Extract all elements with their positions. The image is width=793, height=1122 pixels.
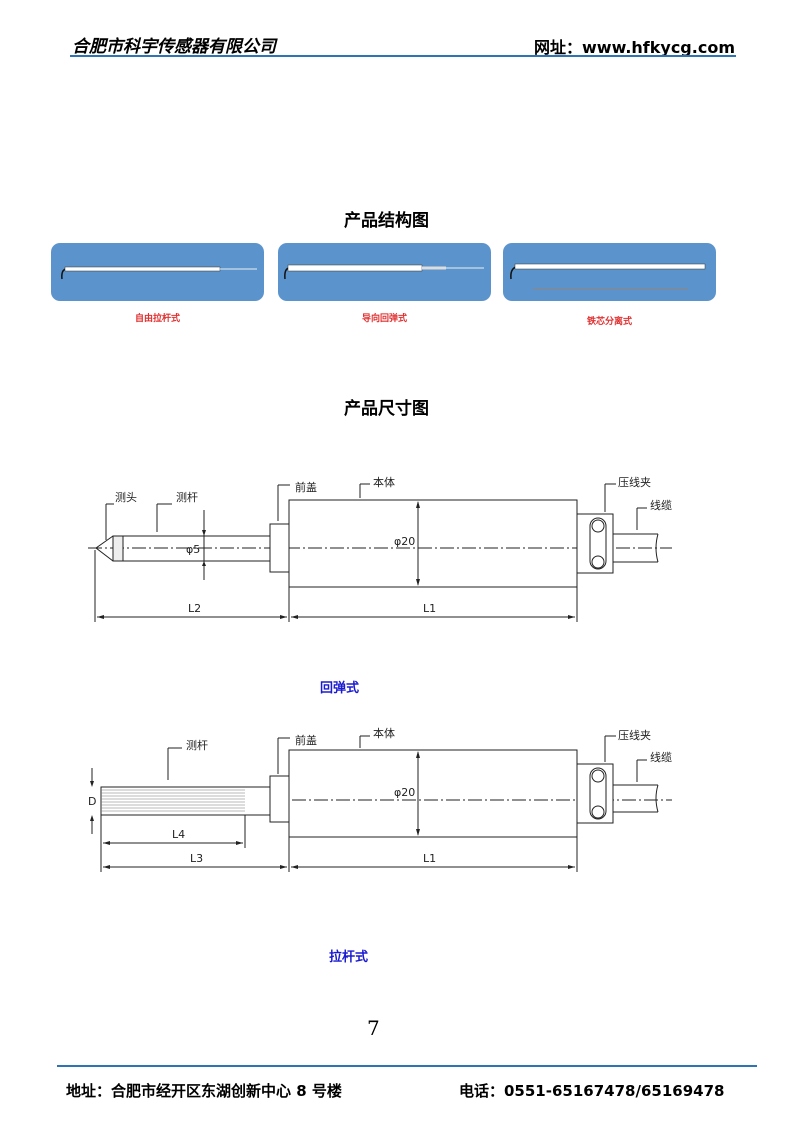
structure-title: 产品结构图 (344, 211, 429, 231)
probe-illustration (61, 266, 257, 280)
dimension-diagram-spring: 测头 测杆 前盖 本体 压线夹 线缆 φ5 φ20 L2 L1 (88, 475, 672, 622)
label-d: D (88, 795, 96, 808)
label-l4: L4 (172, 828, 185, 841)
product-image-guided-spring (278, 243, 491, 301)
label-probe-rod: 测杆 (176, 490, 198, 504)
probe-illustration (284, 264, 484, 280)
label-probe-head: 测头 (115, 491, 137, 504)
caption-rod-type: 拉杆式 (329, 950, 369, 965)
cable (613, 533, 659, 563)
label-body-diameter: φ20 (394, 535, 415, 548)
probe-illustration (510, 263, 706, 290)
page-number: 7 (367, 1016, 380, 1040)
cable-clamp (576, 513, 614, 574)
probe-rod (100, 786, 271, 816)
label-cable-clamp: 压线夹 (618, 475, 651, 489)
label-front-cover: 前盖 (295, 733, 317, 747)
dimension-title: 产品尺寸图 (344, 399, 429, 419)
label-cable-clamp: 压线夹 (618, 728, 651, 742)
label-l3: L3 (190, 852, 203, 865)
caption-guided-spring: 导向回弹式 (361, 314, 407, 324)
footer-divider (57, 1065, 757, 1067)
caption-core-separated: 铁芯分离式 (586, 317, 632, 327)
body (288, 499, 578, 588)
probe-rod (95, 535, 270, 562)
label-body-diameter: φ20 (394, 786, 415, 799)
dimension-diagram-rod: 测杆 前盖 本体 压线夹 线缆 D φ20 L4 L3 L1 (88, 726, 672, 872)
caption-spring-type: 回弹式 (320, 681, 360, 696)
footer-phone: 电话：0551-65167478/65169478 (459, 1082, 725, 1100)
header-divider (70, 55, 736, 57)
label-cable: 线缆 (650, 498, 672, 512)
label-front-cover: 前盖 (295, 480, 317, 494)
front-cover (269, 523, 290, 573)
label-cable: 线缆 (650, 750, 672, 764)
label-rod-diameter: φ5 (186, 543, 200, 556)
product-image-free-rod (51, 243, 264, 301)
label-l1: L1 (423, 852, 436, 865)
label-body: 本体 (373, 726, 395, 740)
label-probe-rod: 测杆 (186, 738, 208, 752)
footer-address: 地址：合肥市经开区东湖创新中心 8 号楼 (66, 1082, 342, 1100)
label-l2: L2 (188, 602, 201, 615)
website: 网址：www.hfkycg.com (534, 38, 735, 57)
company-name: 合肥市科宇传感器有限公司 (72, 37, 276, 57)
label-l1: L1 (423, 602, 436, 615)
label-body: 本体 (373, 475, 395, 489)
caption-free-rod: 自由拉杆式 (134, 314, 180, 324)
product-image-core-separated (503, 243, 716, 301)
